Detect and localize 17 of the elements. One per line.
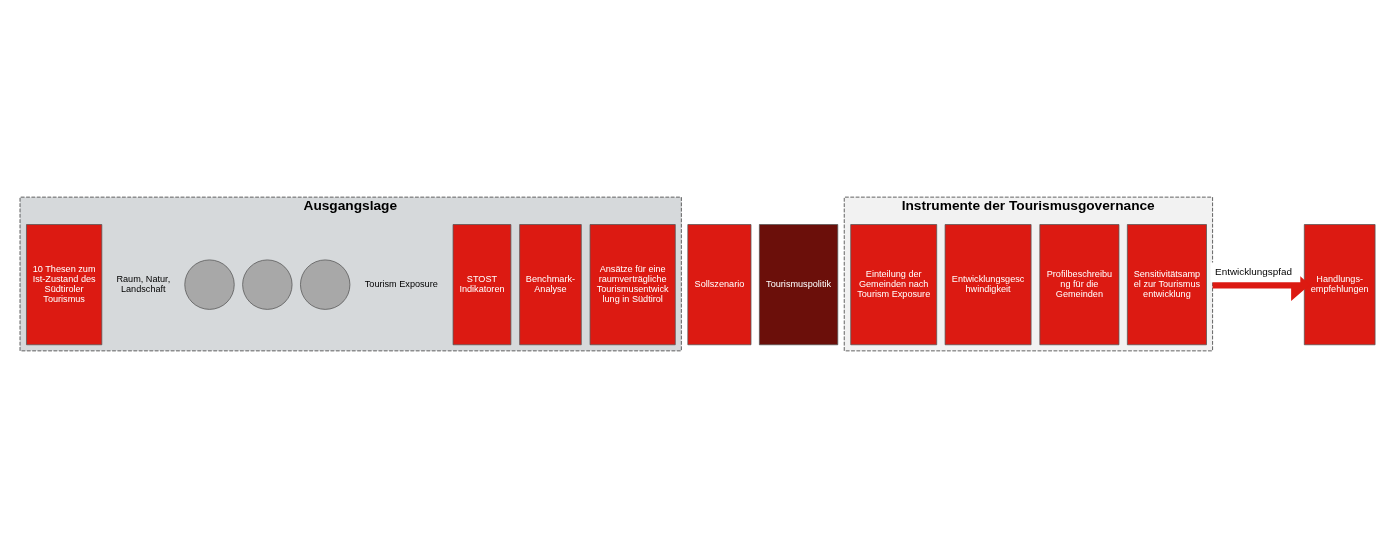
node-box: STOST Indikatoren (452, 223, 512, 345)
node-box: Sollszenario (687, 223, 752, 345)
node-circle (300, 259, 351, 310)
node-box: Einteilung der Gemeinden nach Tourism Exposure (850, 223, 938, 345)
node-box: Profilbeschreibung für die Gemeinden (1039, 223, 1120, 345)
node-circle (184, 259, 235, 310)
node-box: Entwicklungsgeschwindigkeit (944, 223, 1032, 345)
node-text: Tourism Exposure (364, 278, 438, 289)
node-box: Handlungs-empfehlungen (1303, 223, 1376, 345)
node-box: Sensitivitätsampel zur Tourismusentwicklung (1126, 223, 1207, 345)
node-box: Ansätze für eine raumverträgliche Tourismusentwicklung in Südtirol (589, 223, 676, 345)
edge-label: Entwicklungspfad (1215, 265, 1292, 277)
node-text: Raum, Natur, Landschaft (116, 273, 171, 294)
node-circle (242, 259, 293, 310)
node-box: Benchmark-Analyse (519, 223, 582, 345)
node-box: Tourismuspolitik (759, 223, 839, 345)
node-box: 10 Thesen zum Ist-Zustand des Südtiroler Tourismus (26, 223, 103, 345)
